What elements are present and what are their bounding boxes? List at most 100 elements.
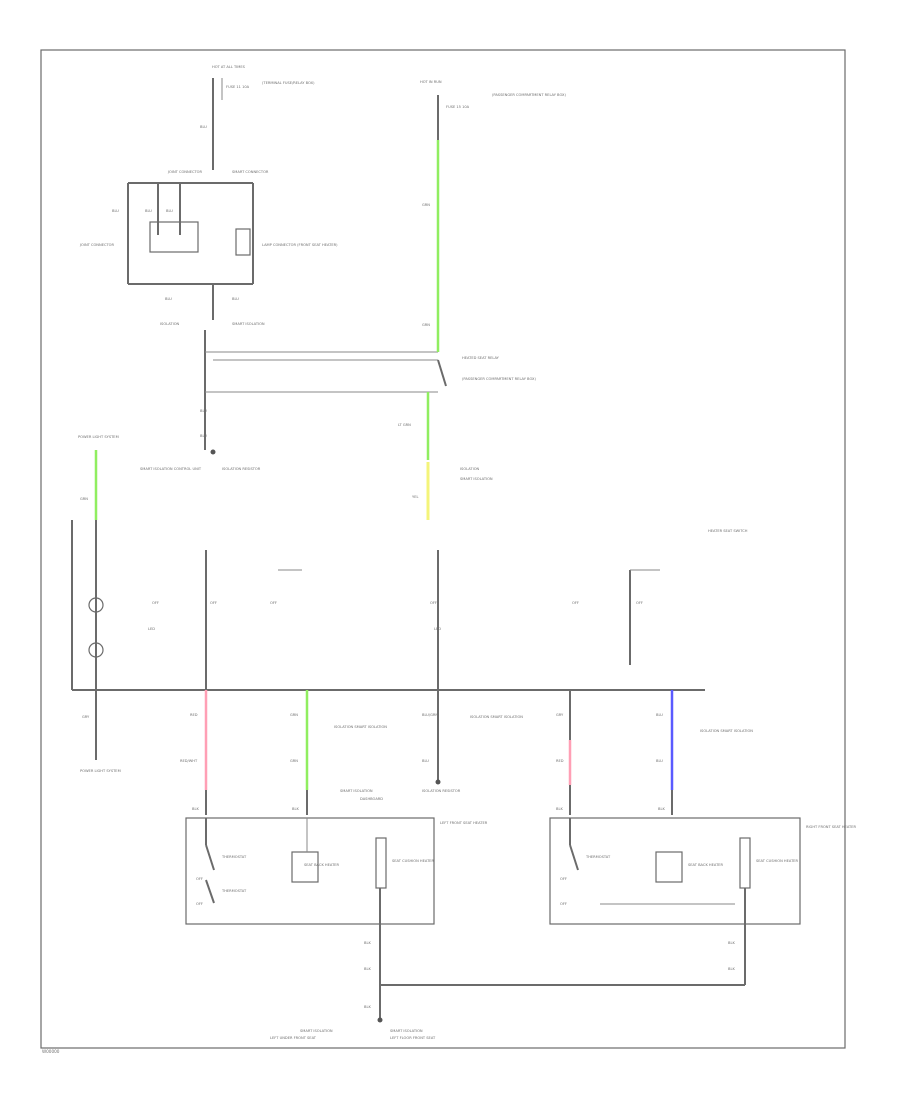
- rh-off-1: OFF: [560, 877, 567, 881]
- lamp-connector-box: [235, 228, 251, 256]
- drop-4-wire-3: BLK: [556, 807, 563, 811]
- led-label-2: LED: [434, 627, 441, 631]
- tl-wire-top-label: BLU: [200, 125, 207, 129]
- switch-contact-2: OFF: [210, 601, 217, 605]
- lh-off-1: OFF: [196, 877, 203, 881]
- drop-5-wire-3: BLK: [658, 807, 665, 811]
- drop-2-conn: ISOLATION SMART ISOLATION: [334, 725, 387, 729]
- tl-source-label: HOT AT ALL TIMES: [212, 65, 246, 69]
- lh-cushion-element: [375, 837, 387, 889]
- drop-3-wire-2: BLU: [422, 759, 429, 763]
- drop-5-wire-2: BLU: [656, 759, 663, 763]
- ground-note-2: ISOLATION RESISTOR: [222, 467, 261, 471]
- ls-bulb-1: [88, 597, 104, 613]
- rh-off-2: OFF: [560, 902, 567, 906]
- tl-bottom-right-label: SMART ISOLATION: [232, 322, 265, 326]
- tl-relay-wire-2: BLU: [200, 434, 207, 438]
- led-label-1: LED: [148, 627, 155, 631]
- bottom-wire-left-2: BLK: [364, 967, 371, 971]
- bottom-wire-right: BLK: [728, 941, 735, 945]
- tl-smart-connector-label: SMART CONNECTOR: [232, 170, 269, 174]
- switch-contact-3: OFF: [270, 601, 277, 605]
- left-heater-label: LEFT FRONT SEAT HEATER: [440, 821, 488, 825]
- bottom-wire-left: BLK: [364, 941, 371, 945]
- tl-fuse-label: FUSE 11 10A: [226, 85, 250, 89]
- switch-contact-1: OFF: [152, 601, 159, 605]
- switch-contact-5: OFF: [572, 601, 579, 605]
- ls-label-top: POWER LIGHT SYSTEM: [78, 435, 119, 439]
- ls-wire-label: GRN: [80, 497, 88, 501]
- tl-wire-left-3: BLU: [166, 209, 173, 213]
- lh-seat-element-label: SEAT BACK HEATER: [304, 863, 340, 867]
- tr-wire-3-label: LT GRN: [398, 423, 411, 427]
- drop-3-wire-label: BLU/GRN: [422, 713, 438, 717]
- mid-ground-2: ISOLATION RESISTOR: [422, 789, 461, 793]
- tr-source-label: HOT IN RUN: [420, 80, 442, 84]
- lh-seat-element: [291, 851, 319, 883]
- ground-point-top: [210, 449, 216, 455]
- drop-1-wire-3: BLK: [192, 807, 199, 811]
- left-heater-box: [185, 817, 435, 925]
- relay-switch-arm: [437, 359, 447, 387]
- lh-thermostat-1: THERMOSTAT: [221, 855, 247, 859]
- rh-cushion-label: SEAT CUSHION HEATER: [756, 859, 799, 863]
- drop-1-wire: RED: [190, 713, 198, 717]
- right-heater-label: RIGHT FRONT SEAT HEATER: [806, 825, 856, 829]
- bottom-ground-point: [377, 1017, 383, 1023]
- tl-relay-wire-1: BLU: [200, 409, 207, 413]
- diagram-frame: [40, 49, 846, 1049]
- tl-jc-side-label: JOINT CONNECTOR: [79, 243, 114, 247]
- tl-wire-left-2: BLU: [145, 209, 152, 213]
- drop-3-ground: [435, 779, 441, 785]
- drop-3-conn: ISOLATION SMART ISOLATION: [470, 715, 523, 719]
- tr-wire-2-label: GRN: [422, 323, 430, 327]
- mid-ground-3: DASHBOARD: [360, 797, 383, 801]
- drop-5-wire: BLU: [656, 713, 663, 717]
- rh-cushion-element: [739, 837, 751, 889]
- lamp-connector-label: LAMP CONNECTOR (FRONT SEAT HEATER): [262, 243, 338, 247]
- drop-4-wire-2: RED: [556, 759, 564, 763]
- bottom-wire-center: BLK: [364, 1005, 371, 1009]
- bottom-wire-right-2: BLK: [728, 967, 735, 971]
- rh-seat-element: [655, 851, 683, 883]
- lh-off-2: OFF: [196, 902, 203, 906]
- rh-thermostat-1: THERMOSTAT: [585, 855, 611, 859]
- drop-1-wire-2: RED/WHT: [180, 759, 198, 763]
- ls-wire-bottom-label: GRY: [82, 715, 90, 719]
- bottom-ground-1: SMART ISOLATION: [300, 1029, 333, 1033]
- drop-2-wire-2: GRN: [290, 759, 298, 763]
- switch-contact-6: OFF: [636, 601, 643, 605]
- bottom-ground-3: LEFT UNDER FRONT SEAT: [270, 1036, 317, 1040]
- rh-seat-element-label: SEAT BACK HEATER: [688, 863, 724, 867]
- mid-ground-1: SMART ISOLATION: [340, 789, 373, 793]
- drop-2-wire: GRN: [290, 713, 298, 717]
- right-heater-box: [549, 817, 801, 925]
- bottom-ground-2: SMART ISOLATION: [390, 1029, 423, 1033]
- tl-wire-bottom-r: BLU: [232, 297, 239, 301]
- bottom-ground-4: LEFT FLOOR FRONT SEAT: [390, 1036, 436, 1040]
- lh-cushion-label: SEAT CUSHION HEATER: [392, 859, 435, 863]
- rh-thermo-1: [569, 844, 579, 871]
- tr-wire-1-label: GRN: [422, 203, 430, 207]
- lh-thermo-2: [205, 879, 215, 904]
- tr-connector-1: ISOLATION: [460, 467, 480, 471]
- jc-box: [149, 221, 199, 253]
- lh-thermostat-2: THERMOSTAT: [221, 889, 247, 893]
- drop-4-wire-label: GRY: [556, 713, 564, 717]
- switch-panel-label: HEATER SEAT SWITCH: [708, 529, 748, 533]
- tr-switch-note: (PASSENGER COMPARTMENT RELAY BOX): [462, 377, 537, 381]
- ls-label-bottom: POWER LIGHT SYSTEM: [80, 769, 121, 773]
- tl-wire-bottom-l: BLU: [165, 297, 172, 301]
- tr-switch-label: HEATED SEAT RELAY: [462, 356, 500, 360]
- drop-2-wire-3: BLK: [292, 807, 299, 811]
- tl-jc-label: JOINT CONNECTOR: [167, 170, 202, 174]
- ls-bulb-2: [88, 642, 104, 658]
- switch-contact-4: OFF: [430, 601, 437, 605]
- tr-fuse-label: FUSE 15 10A: [446, 105, 470, 109]
- lh-thermo-1: [205, 844, 215, 871]
- tl-bottom-left-label: ISOLATION: [160, 322, 180, 326]
- tl-wire-left-1: BLU: [112, 209, 119, 213]
- ground-note-1: SMART ISOLATION CONTROL UNIT: [140, 467, 202, 471]
- tr-connector-2: SMART ISOLATION: [460, 477, 493, 481]
